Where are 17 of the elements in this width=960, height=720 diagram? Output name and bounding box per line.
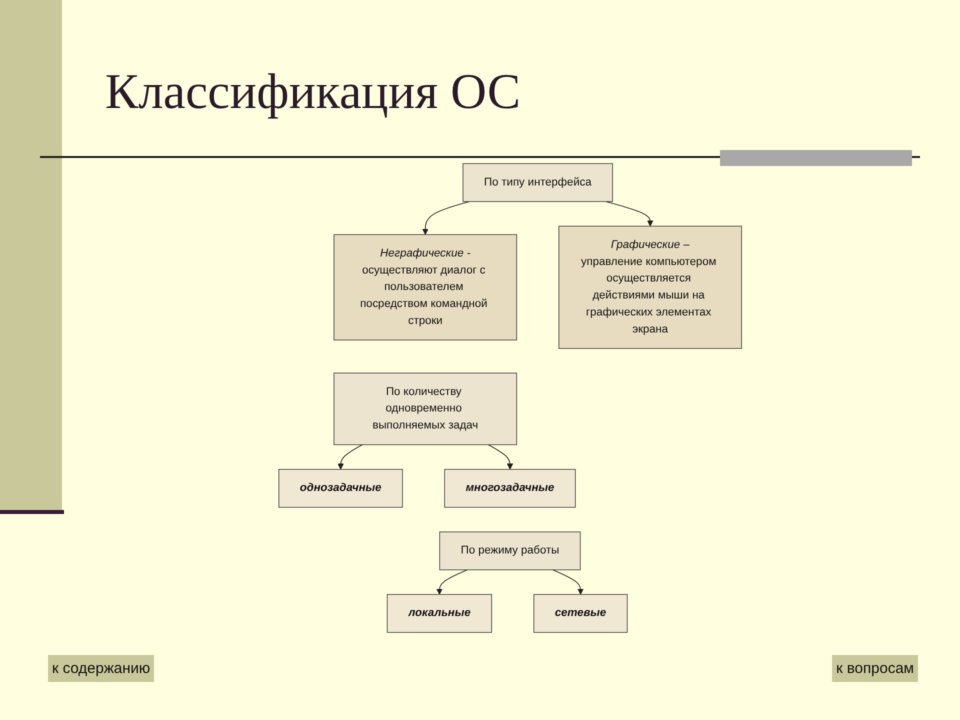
arrow xyxy=(552,569,584,595)
arrow xyxy=(422,201,470,235)
nav-link: к содержанию xyxy=(48,655,154,682)
nav-link: к вопросам xyxy=(832,655,918,682)
node-box: По режиму работы xyxy=(439,532,580,570)
node-box: Графические – управление компьютером осуществляется действиями мыши на графических элементах экрана xyxy=(558,226,742,349)
slide-title: Классификация ОС xyxy=(105,62,521,120)
arrow xyxy=(337,444,362,470)
arrow xyxy=(488,444,513,470)
arrow xyxy=(605,201,654,226)
node-box: многозадачные xyxy=(444,468,576,508)
node-box: По количеству одновременно выполняемых задач xyxy=(333,372,517,446)
node-box: По типу интерфейса xyxy=(462,163,613,202)
arrow xyxy=(436,569,468,595)
node-box: Неграфические - осуществляют диалог с пользователем посредством командной строки xyxy=(333,234,517,340)
node-box: сетевые xyxy=(533,594,628,633)
node-box: однозадачные xyxy=(278,468,403,508)
